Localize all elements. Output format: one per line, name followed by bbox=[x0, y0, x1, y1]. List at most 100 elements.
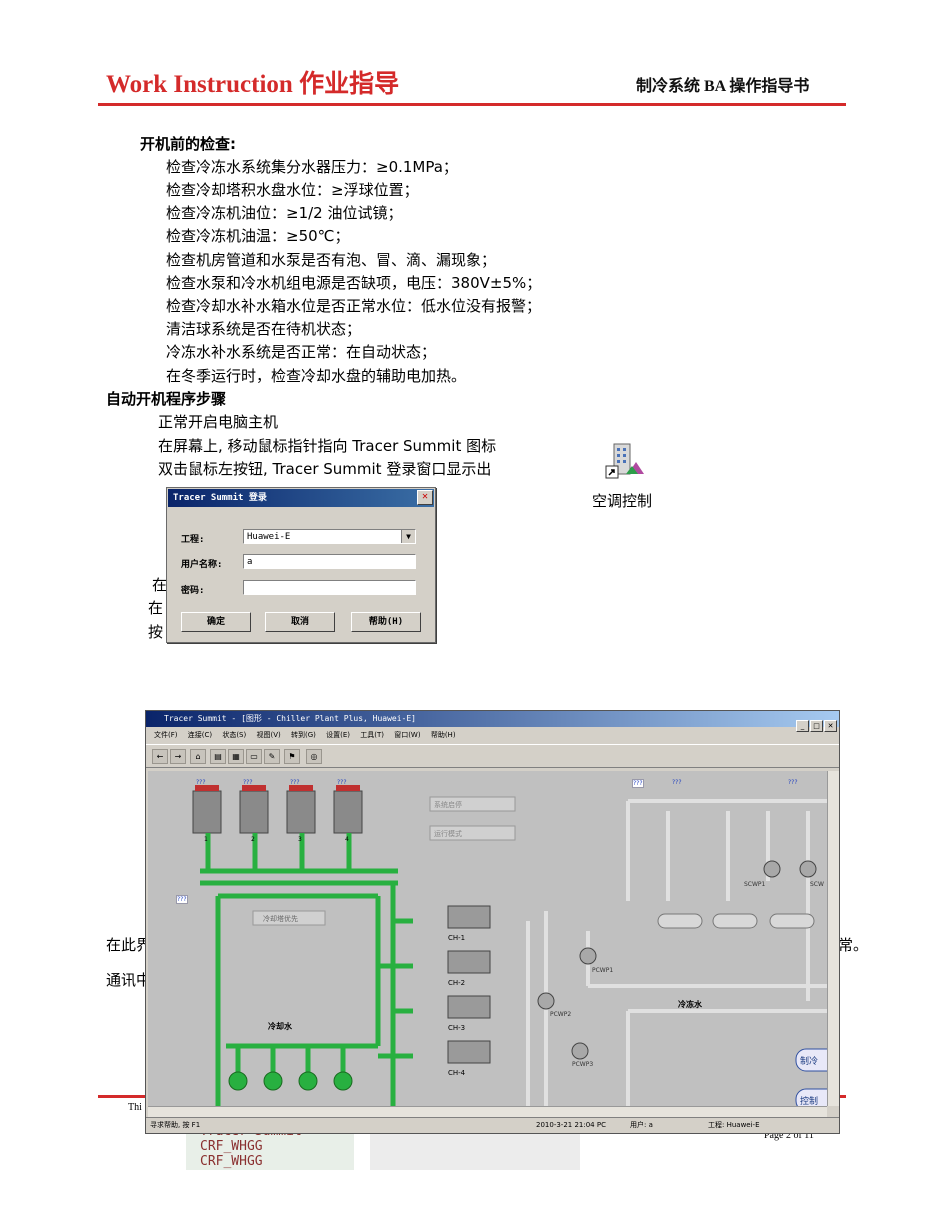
menu-file[interactable]: 文件(F) bbox=[154, 731, 178, 739]
cooling-water-label: 冷却水 bbox=[268, 1022, 292, 1031]
vertical-scrollbar[interactable] bbox=[827, 771, 839, 1106]
folder-icon[interactable]: ▭ bbox=[246, 749, 262, 764]
menu-view[interactable]: 视图(V) bbox=[256, 731, 281, 739]
point-value: ??? bbox=[788, 779, 798, 786]
precheck-item: 冷冻水补水系统是否正常：在自动状态； bbox=[166, 343, 437, 361]
cooling-tower-icon bbox=[192, 785, 363, 834]
status-user: 用户: a bbox=[630, 1121, 653, 1129]
help-button[interactable]: 帮助(H) bbox=[351, 612, 421, 632]
cooling-mode-button[interactable]: 制冷 bbox=[800, 1057, 819, 1067]
precheck-item: 检查机房管道和水泵是否有泡、冒、滴、漏现象； bbox=[166, 251, 497, 269]
tower-number: 3 bbox=[298, 836, 302, 843]
chilled-water-label: 冷冻水 bbox=[678, 1000, 702, 1009]
flag-icon[interactable]: ⚑ bbox=[284, 749, 300, 764]
precheck-item: 检查冷却水补水箱水位是否正常水位：低水位没有报警； bbox=[166, 297, 542, 315]
desktop-icon-label: 空调控制 bbox=[592, 492, 653, 510]
system-start-button[interactable]: 系统启停 bbox=[434, 801, 462, 809]
autostart-heading: 自动开机程序步骤 bbox=[106, 390, 227, 408]
horizontal-scrollbar[interactable] bbox=[148, 1106, 827, 1117]
toolbar: ← → ⌂ ▤ ▦ ▭ ✎ ⚑ ◎ bbox=[146, 744, 839, 768]
point-value: ??? bbox=[176, 895, 188, 904]
point-value: ??? bbox=[672, 779, 682, 786]
ok-button[interactable]: 确定 bbox=[181, 612, 251, 632]
login-dialog: Tracer Summit 登录 ✕ 工程: Huawei-E ▼ 用户名称: … bbox=[166, 487, 436, 643]
header-doc-title: 制冷系统 BA 操作指导书 bbox=[636, 78, 810, 95]
menu-goto[interactable]: 转到(G) bbox=[290, 731, 316, 739]
login-dialog-title: Tracer Summit 登录 bbox=[168, 489, 434, 507]
status-project: 工程: Huawei-E bbox=[708, 1121, 760, 1129]
edit-icon[interactable]: ✎ bbox=[264, 749, 280, 764]
menu-status[interactable]: 状态(S) bbox=[222, 731, 247, 739]
username-field[interactable]: a bbox=[243, 554, 416, 569]
point-value: ??? bbox=[243, 779, 253, 786]
pump-label[interactable]: SCW bbox=[810, 881, 824, 888]
menu-connect[interactable]: 连接(C) bbox=[187, 731, 213, 739]
project-select[interactable]: Huawei-E ▼ bbox=[243, 529, 416, 544]
covered-text: 在此界 bbox=[106, 936, 152, 954]
chiller-label[interactable]: CH-4 bbox=[448, 1069, 466, 1077]
status-time: 2010-3-21 21:04 PC bbox=[536, 1121, 606, 1129]
covered-text: 通讯中 bbox=[106, 971, 152, 989]
page-number: Page 2 of 11 bbox=[764, 1130, 814, 1141]
menu-window[interactable]: 窗口(W) bbox=[394, 731, 421, 739]
forward-arrow-icon[interactable]: → bbox=[170, 749, 186, 764]
header-divider bbox=[98, 103, 846, 106]
maximize-icon[interactable]: □ bbox=[810, 720, 823, 732]
network-icon[interactable]: ◎ bbox=[306, 749, 322, 764]
tower-priority-button[interactable]: 冷却塔优先 bbox=[263, 915, 298, 923]
pump-label[interactable]: SCWP1 bbox=[744, 881, 766, 888]
tower-number: 4 bbox=[345, 836, 349, 843]
precheck-item: 在冬季运行时，检查冷却水盘的辅助电加热。 bbox=[166, 367, 467, 385]
autostart-step: 正常开启电脑主机 bbox=[158, 413, 279, 431]
window-title: Tracer Summit - [图形 - Chiller Plant Plus… bbox=[146, 711, 839, 727]
building-shortcut-icon[interactable] bbox=[604, 440, 646, 484]
cancel-button[interactable]: 取消 bbox=[265, 612, 335, 632]
status-bar: 寻求帮助, 按 F1 2010-3-21 21:04 PC 用户: a 工程: … bbox=[146, 1117, 839, 1133]
print-icon[interactable]: ▤ bbox=[210, 749, 226, 764]
password-field[interactable] bbox=[243, 580, 416, 595]
autostart-step: 双击鼠标左按钮, Tracer Summit 登录窗口显示出 bbox=[158, 460, 492, 478]
close-icon[interactable]: ✕ bbox=[824, 720, 837, 732]
precheck-item: 检查冷冻机油温：≥50℃； bbox=[166, 227, 350, 245]
grid-icon[interactable]: ▦ bbox=[228, 749, 244, 764]
precheck-item: 清洁球系统是否在待机状态； bbox=[166, 320, 362, 338]
menu-help[interactable]: 帮助(H) bbox=[430, 731, 456, 739]
point-value: ??? bbox=[196, 779, 206, 786]
point-value: ??? bbox=[290, 779, 300, 786]
chiller-label[interactable]: CH-1 bbox=[448, 934, 466, 942]
pump-label[interactable]: PCWP1 bbox=[592, 967, 614, 974]
chiller-label[interactable]: CH-3 bbox=[448, 1024, 466, 1032]
control-button[interactable]: 控制 bbox=[800, 1097, 819, 1106]
precheck-item: 检查冷冻水系统集分水器压力：≥0.1MPa； bbox=[166, 158, 458, 176]
tree-item[interactable]: CRF_WHGG bbox=[200, 1139, 263, 1154]
project-label: 工程: bbox=[181, 535, 205, 545]
precheck-item: 检查冷却塔积水盘水位：≥浮球位置； bbox=[166, 181, 419, 199]
header-title: Work Instruction 作业指导 bbox=[106, 71, 400, 98]
precheck-item: 检查冷冻机油位：≥1/2 油位试镜； bbox=[166, 204, 403, 222]
precheck-heading: 开机前的检查: bbox=[140, 135, 236, 153]
point-value: ??? bbox=[632, 779, 644, 788]
chiller-label[interactable]: CH-2 bbox=[448, 979, 466, 987]
footer-text: Thi bbox=[128, 1102, 142, 1113]
pump-label[interactable]: PCWP2 bbox=[550, 1011, 572, 1018]
chevron-down-icon[interactable]: ▼ bbox=[401, 530, 415, 543]
menu-tools[interactable]: 工具(T) bbox=[360, 731, 384, 739]
run-mode-button[interactable]: 运行模式 bbox=[434, 830, 462, 838]
tower-number: 2 bbox=[251, 836, 255, 843]
point-value: ??? bbox=[337, 779, 347, 786]
partial-step-text: 在 bbox=[148, 599, 164, 617]
covered-text: 常。 bbox=[838, 936, 869, 954]
home-icon[interactable]: ⌂ bbox=[190, 749, 206, 764]
menu-settings[interactable]: 设置(E) bbox=[326, 731, 350, 739]
window-controls: _□✕ bbox=[795, 713, 837, 732]
username-label: 用户名称: bbox=[181, 560, 223, 570]
minimize-icon[interactable]: _ bbox=[796, 720, 809, 732]
partial-step-text: 按 bbox=[148, 623, 164, 641]
tree-item[interactable]: CRF_WHGG bbox=[200, 1154, 263, 1169]
back-arrow-icon[interactable]: ← bbox=[152, 749, 168, 764]
close-icon[interactable]: ✕ bbox=[417, 490, 433, 505]
project-value: Huawei-E bbox=[247, 532, 291, 542]
tracer-summit-window: Tracer Summit - [图形 - Chiller Plant Plus… bbox=[145, 710, 840, 1134]
precheck-item: 检查水泵和冷水机组电源是否缺项，电压：380V±5%； bbox=[166, 274, 542, 292]
pump-label[interactable]: PCWP3 bbox=[572, 1061, 594, 1068]
